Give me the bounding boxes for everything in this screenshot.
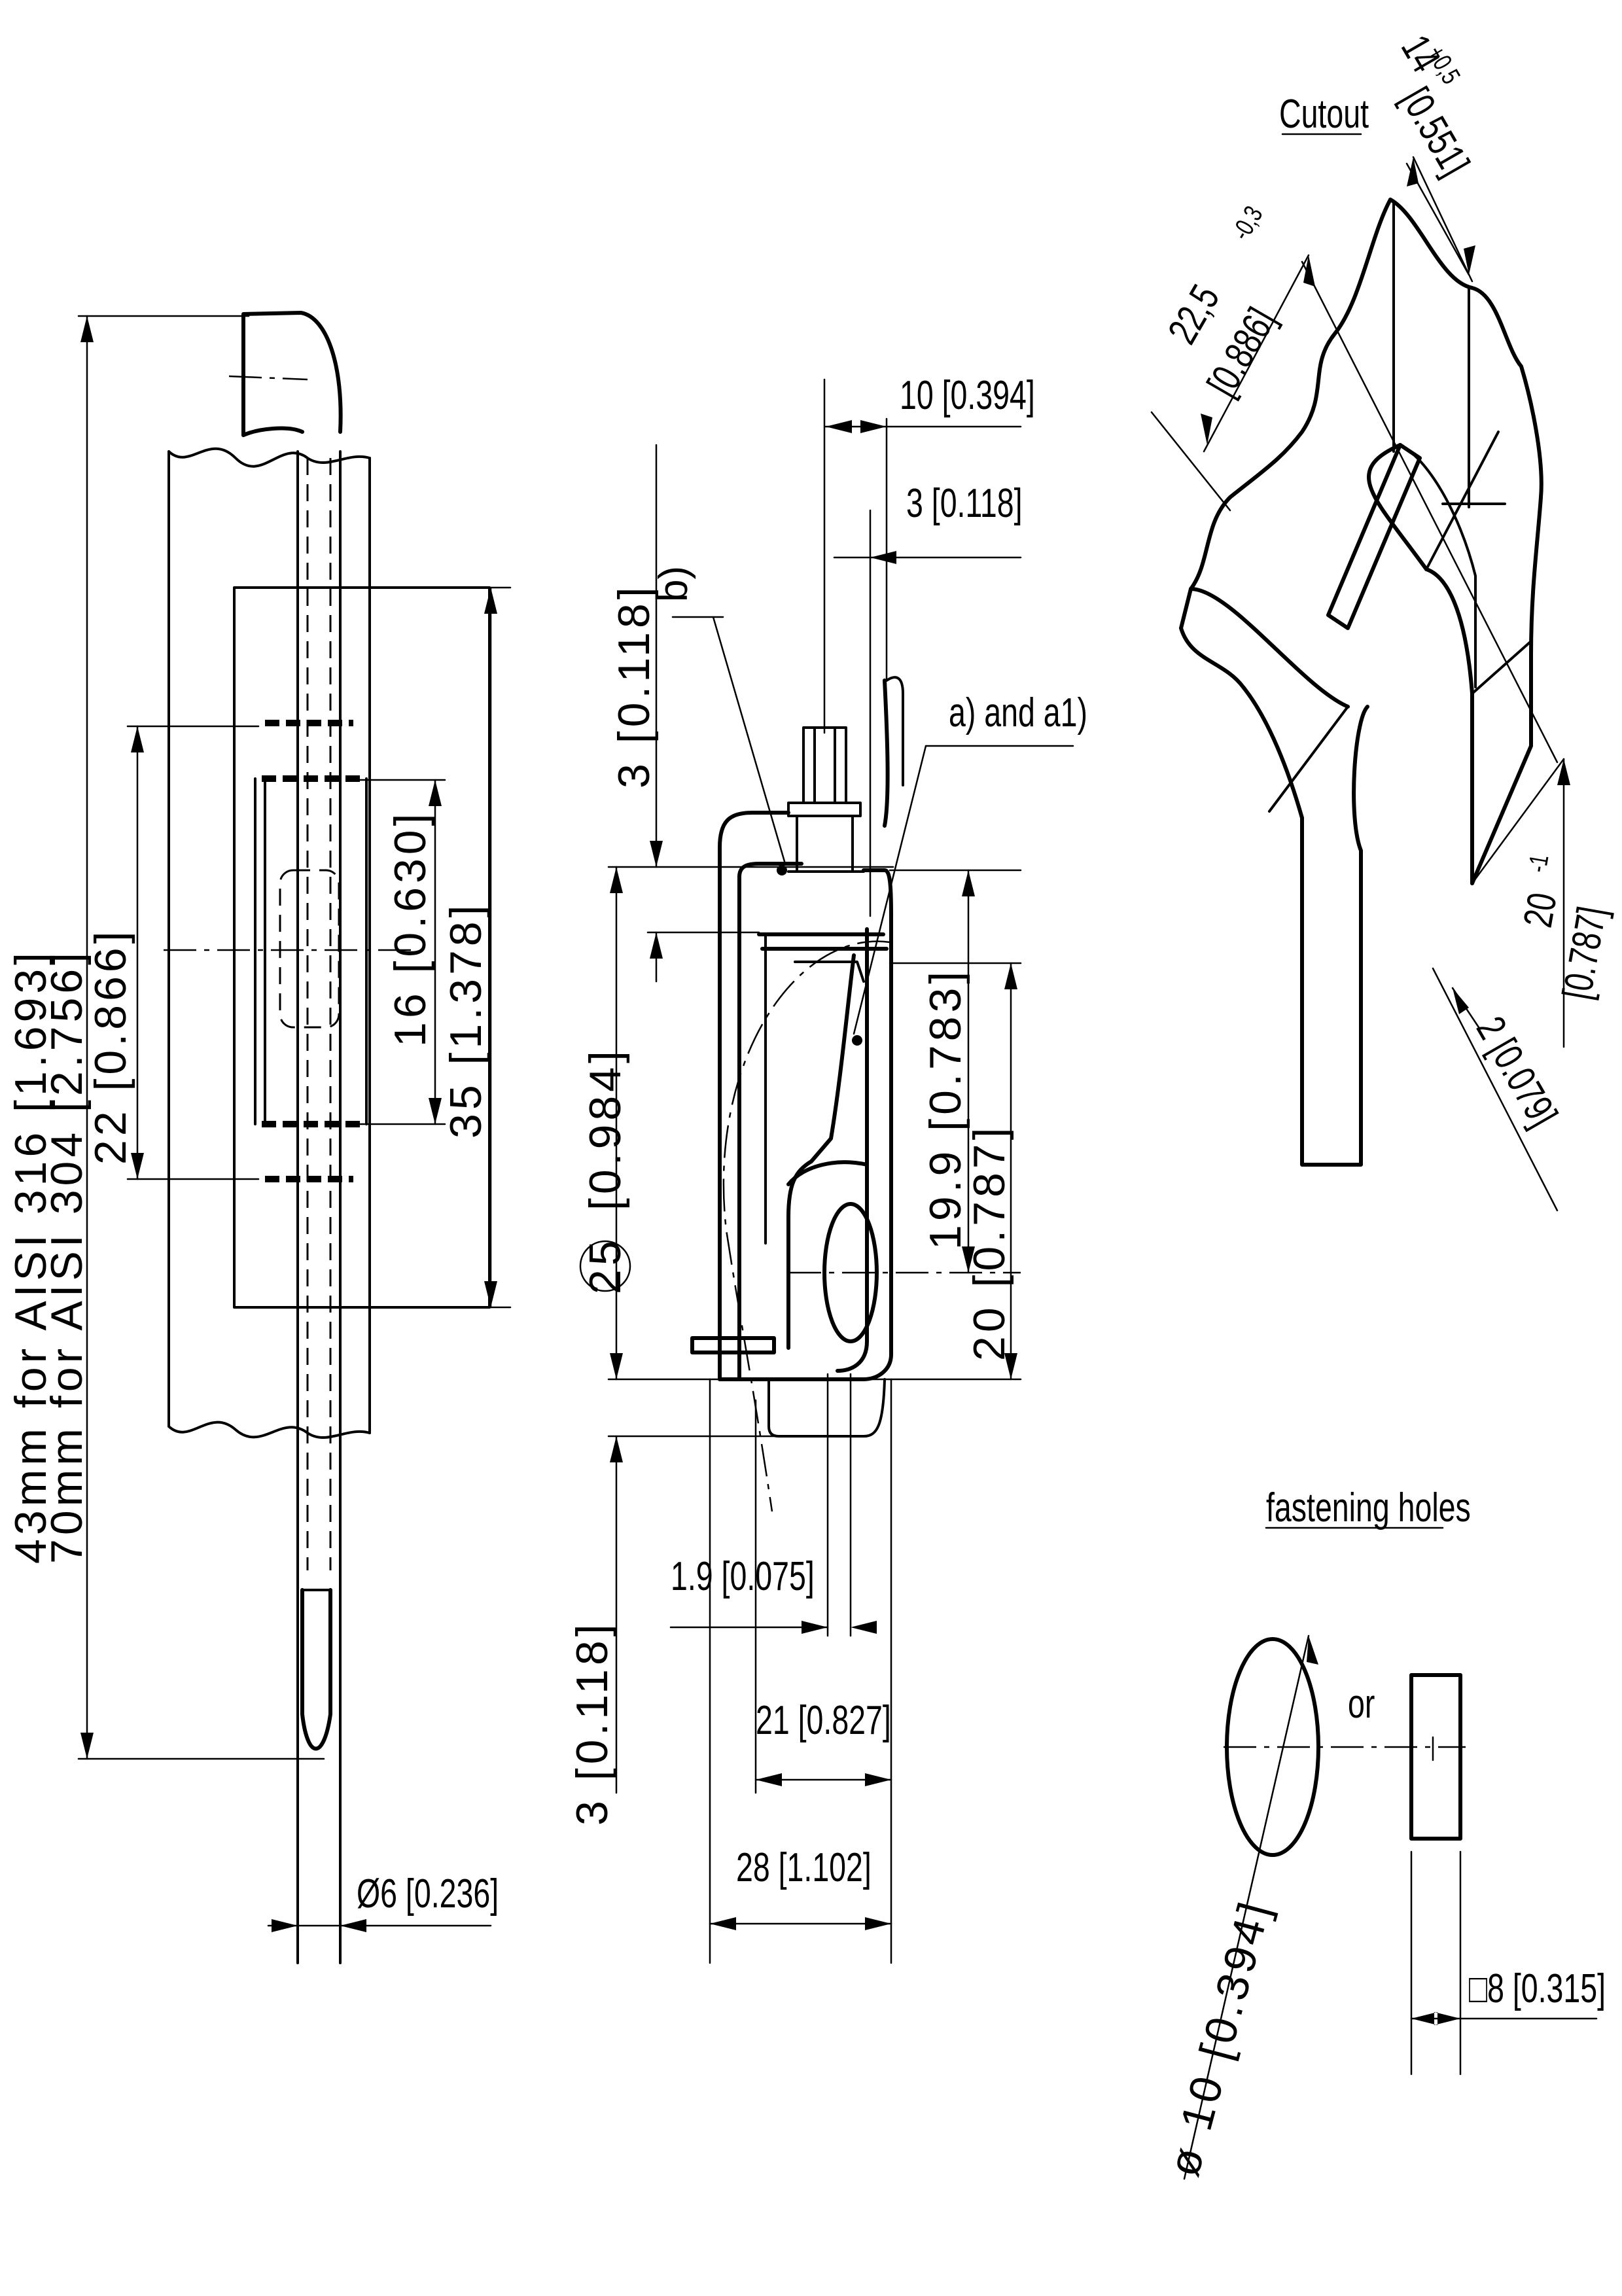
dim-d6-label: Ø6 [0.236] [357, 1870, 499, 1916]
cut-20-label: 20 [1514, 889, 1565, 930]
dim-21-label: 21 [0.827] [756, 1697, 891, 1742]
length-43-label: 43mm for AISI 316 [1.693] [6, 949, 56, 1564]
cut-14-inch-label: [0.551] [1392, 80, 1479, 183]
cutout-view [1150, 133, 1570, 1212]
length-70-label: 70mm for AISI 304 [2.756] [42, 949, 92, 1564]
fastening-holes-view [1183, 1527, 1598, 2180]
front-view-bracket [579, 378, 1074, 1964]
dim-35-label: 35 [1.378] [441, 902, 491, 1139]
dim-28-label: 28 [1.102] [736, 1844, 872, 1890]
dim-3-left-bottom-label: 3 [0.118] [567, 1620, 617, 1826]
note-a-label: a) and a1) [949, 689, 1087, 735]
dim-25-inch-label: [0.984] [580, 1047, 630, 1210]
side-view-pin [77, 311, 512, 1964]
cut-22-5-tol-label: -0,3 [1227, 202, 1269, 245]
cut-20-inch-label: [0.787] [1553, 903, 1615, 1002]
holes-title: fastening holes [1266, 1484, 1471, 1530]
dim-19-9-label: 19.9 [0.783] [921, 968, 970, 1250]
cut-2-label: 2 [0.079] [1468, 1009, 1566, 1135]
hole-sq8-label: □8 [0.315] [1469, 1965, 1606, 2011]
hole-or-label: or [1348, 1680, 1375, 1726]
dim-3-left-top-label: 3 [0.118] [609, 583, 659, 788]
dim-20-label: 20 [0.787] [964, 1124, 1014, 1361]
cut-20-tol-label: -1 [1523, 853, 1554, 875]
dim-1-9-label: 1.9 [0.075] [671, 1553, 815, 1598]
cutout-title: Cutout [1279, 90, 1369, 136]
hole-d10-label: ø 10 [0.394] [1159, 1894, 1280, 2181]
dim-10-top-label: 10 [0.394] [900, 372, 1035, 417]
cut-22-5-label: 22,5 [1159, 277, 1228, 351]
dim-22-label: 22 [0.866] [86, 928, 135, 1165]
dim-25-label: 25 [580, 1237, 630, 1294]
dim-16-label: 16 [0.630] [385, 810, 435, 1047]
note-b-label: b) [651, 566, 696, 602]
dim-3-top-label: 3 [0.118] [906, 480, 1023, 525]
